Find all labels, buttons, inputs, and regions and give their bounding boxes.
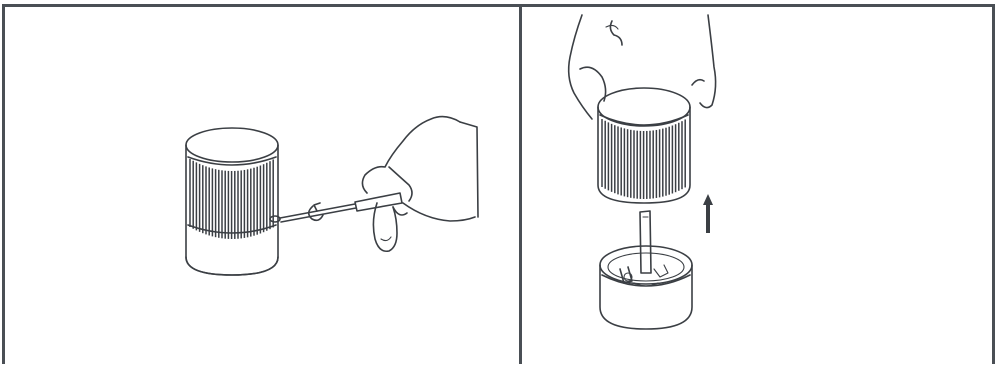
step-panel-lift-off	[519, 4, 995, 364]
filter-grille	[190, 159, 273, 239]
instruction-figure	[0, 0, 997, 359]
device-icon	[186, 128, 278, 275]
unscrew-illustration	[5, 7, 526, 367]
base-icon	[600, 211, 692, 329]
up-arrow-icon	[703, 194, 713, 233]
filter-cover-icon	[598, 88, 690, 203]
lift-off-illustration	[522, 7, 997, 367]
hand-icon	[362, 117, 478, 252]
filter-grille	[602, 119, 685, 199]
step-panel-unscrew	[2, 4, 523, 364]
hand-icon	[569, 15, 716, 119]
screwdriver-icon	[270, 193, 402, 222]
